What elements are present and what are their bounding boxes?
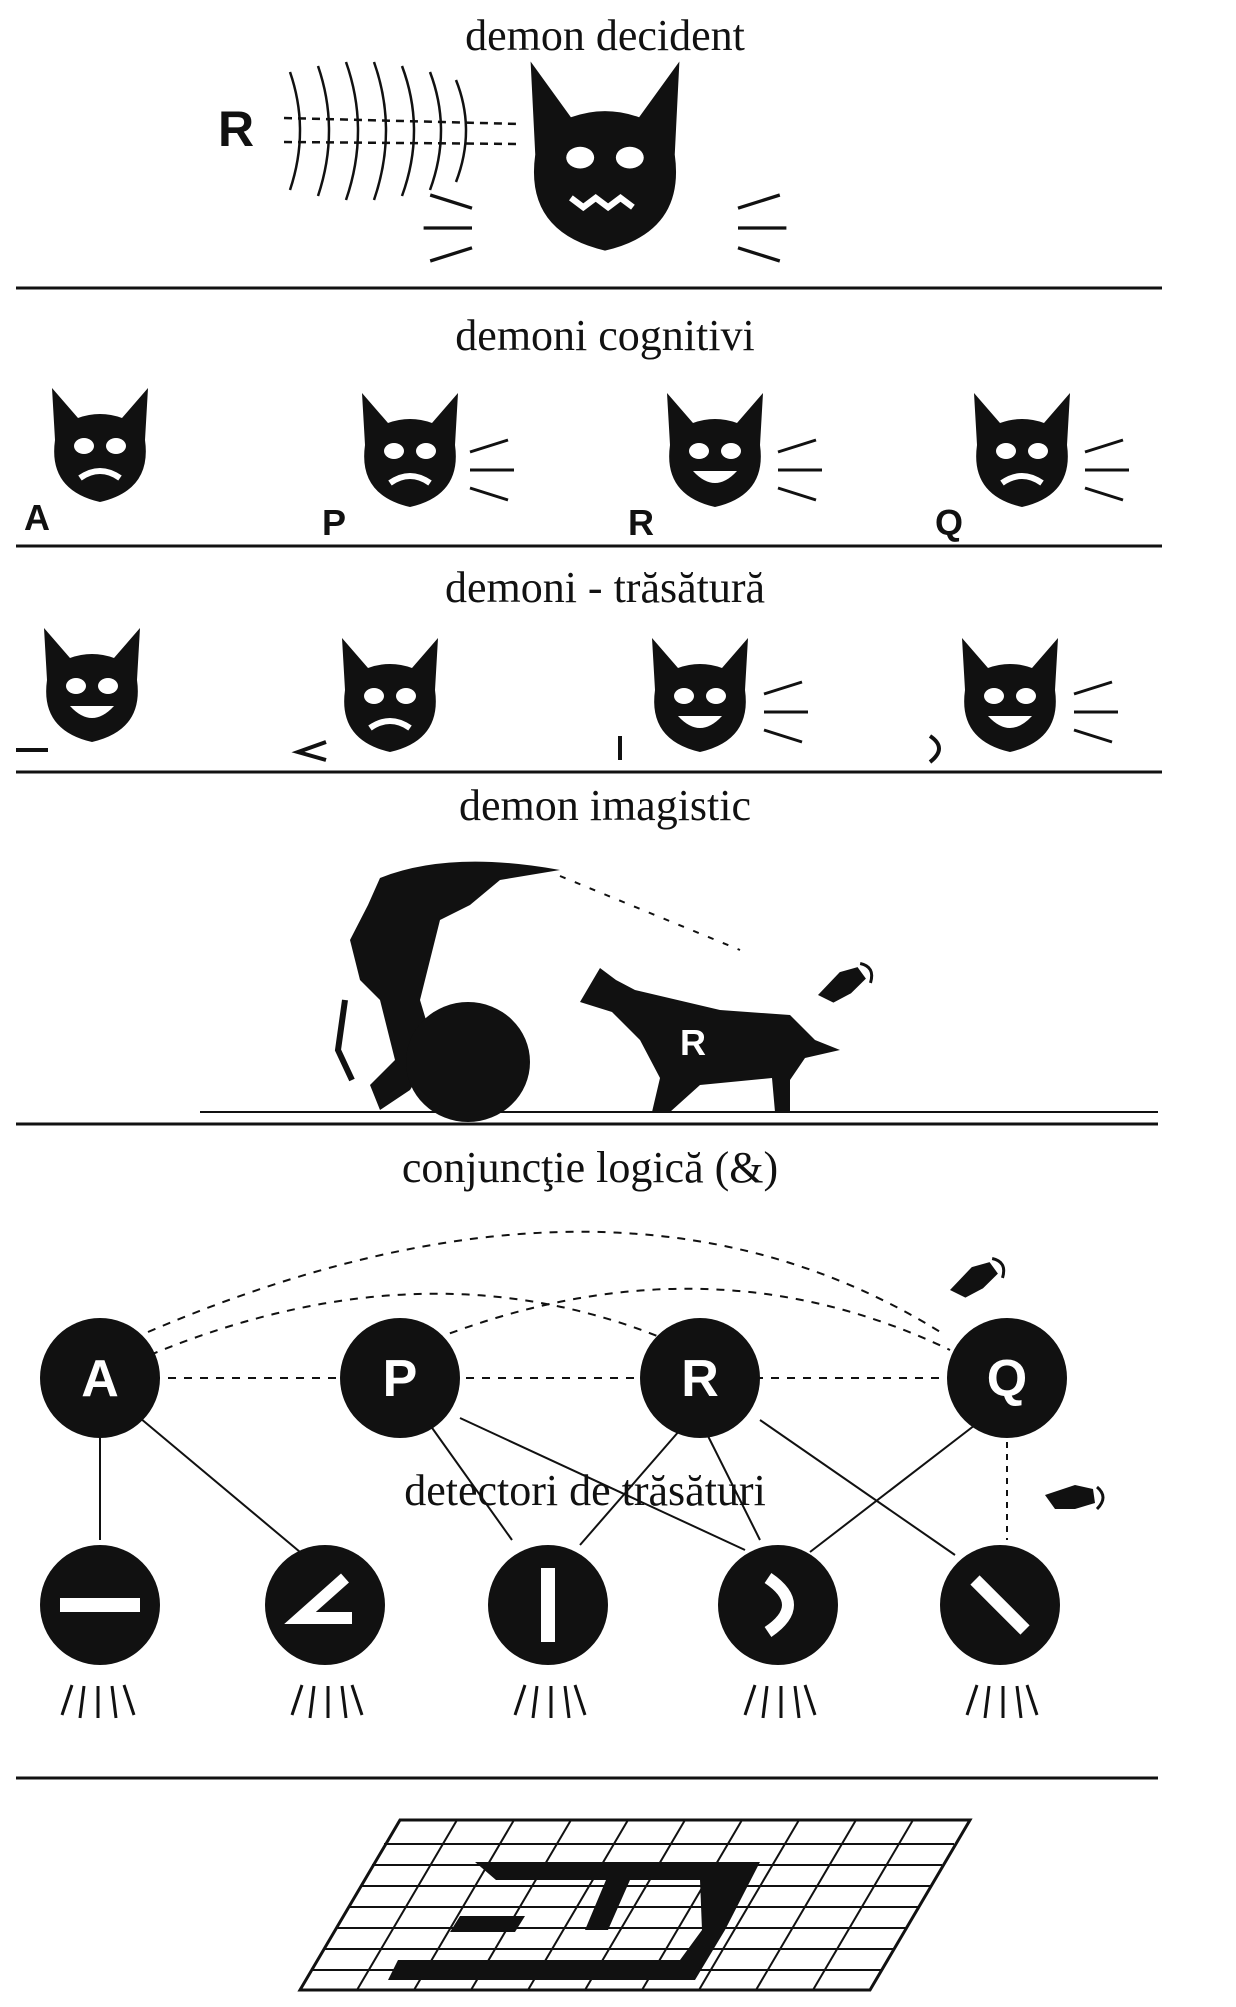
svg-text:Q: Q [987, 1350, 1027, 1408]
cognitive-demon-q: Q [935, 393, 1131, 543]
pointing-hand-icon [818, 962, 874, 1003]
signal-lines [60, 1684, 1039, 1719]
input-letter: R [218, 101, 254, 157]
node-q: Q [947, 1318, 1067, 1438]
svg-text:P: P [322, 502, 346, 543]
detector-horizontal [40, 1545, 160, 1665]
dog-icon [580, 968, 840, 1112]
dashed-links [147, 1230, 951, 1379]
detector-angle [265, 1545, 385, 1665]
svg-text:P: P [383, 1350, 418, 1408]
pointing-hand-icon [1045, 1485, 1105, 1511]
retina-grid [297, 1818, 973, 1992]
pointing-hand-icon [950, 1257, 1006, 1298]
gaze-line [559, 875, 741, 951]
svg-text:Q: Q [935, 502, 963, 543]
detectors-title: detectori de trăsături [404, 1466, 766, 1515]
image-title: demon imagistic [459, 781, 751, 830]
svg-text:R: R [628, 502, 654, 543]
cognitive-demon-p: P [322, 393, 516, 543]
feature-demon-angle [291, 638, 438, 762]
feature-demon-horizontal [16, 628, 140, 752]
svg-text:A: A [24, 497, 50, 538]
node-r: R [640, 1318, 760, 1438]
feature-demon-curve [928, 638, 1120, 764]
detector-diagonal [940, 1545, 1060, 1665]
svg-text:R: R [681, 1350, 719, 1408]
cognitive-demon-a: A [24, 388, 148, 538]
detector-vertical [488, 1545, 608, 1665]
node-p: P [340, 1318, 460, 1438]
feature-links [99, 1417, 1008, 1556]
detector-curve [718, 1545, 838, 1665]
decision-demon-icon [530, 61, 680, 251]
decision-title: demon decident [465, 11, 745, 60]
sound-waves-icon [283, 61, 521, 201]
feature-title: demoni - trăsătură [445, 563, 765, 612]
cognitive-title: demoni cognitivi [455, 311, 754, 360]
cognitive-demon-r: R [628, 393, 824, 543]
conjunction-title: conjuncţie logică (&) [402, 1143, 778, 1192]
dog-letter: R [680, 1022, 706, 1063]
svg-text:A: A [81, 1350, 119, 1408]
retina-letter-shape [388, 1862, 760, 1980]
node-a: A [40, 1318, 160, 1438]
feature-demon-vertical [618, 638, 810, 760]
image-demon-icon [334, 861, 560, 1122]
